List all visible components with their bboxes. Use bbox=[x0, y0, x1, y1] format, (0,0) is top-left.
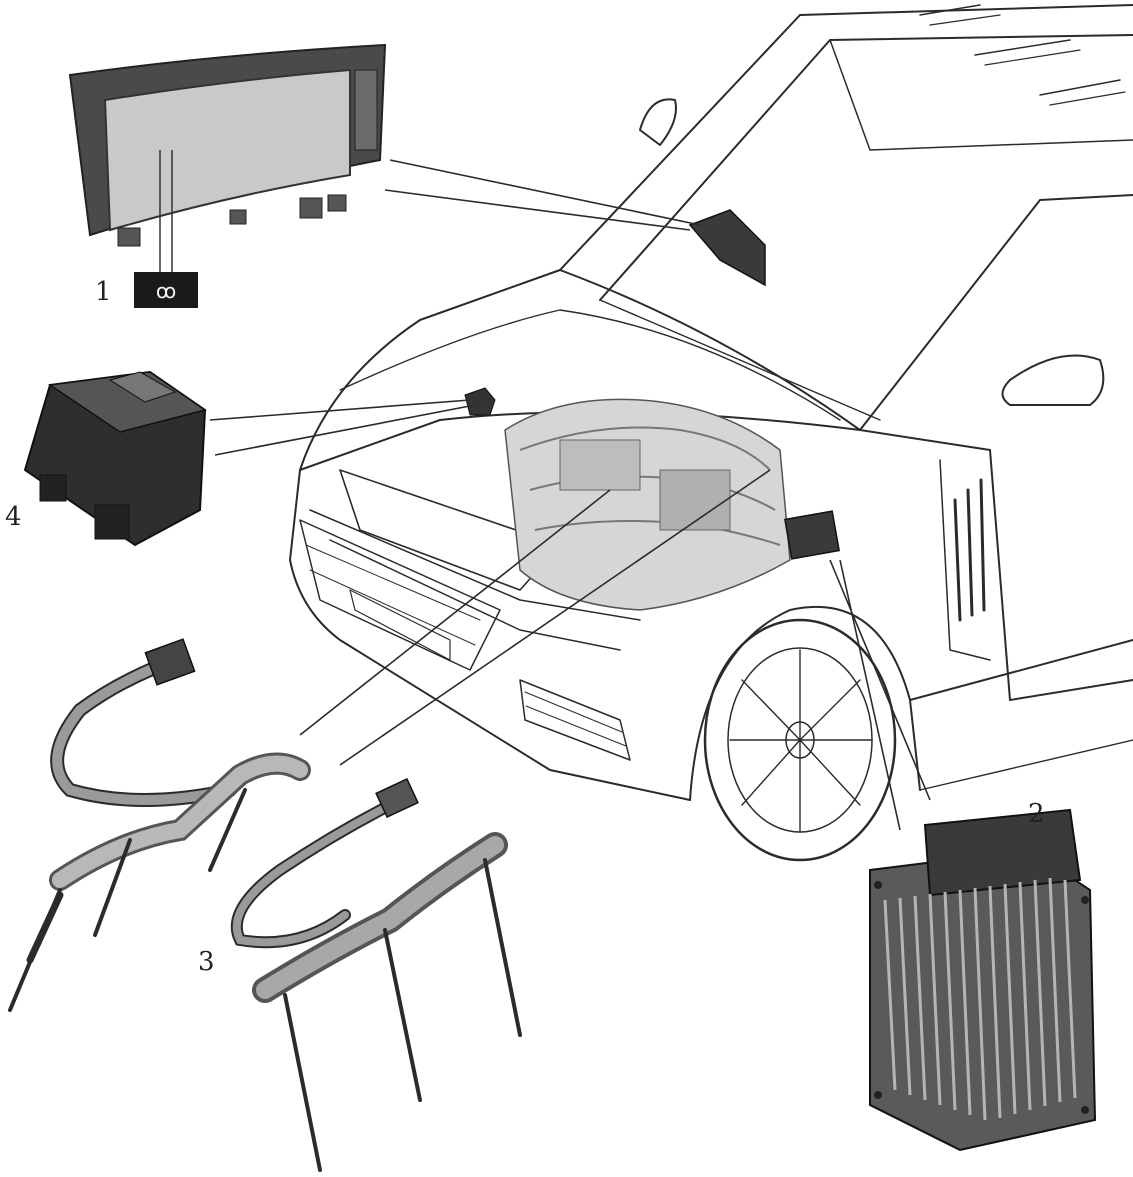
callout-4: 4 bbox=[5, 502, 22, 532]
callout-2: 2 bbox=[1028, 799, 1045, 829]
glow-plug-control-module bbox=[23, 370, 207, 547]
callout-3: 3 bbox=[198, 947, 215, 977]
glow-plug-harness-right bbox=[230, 778, 522, 1172]
glow-plug-coil-icon: ꝏ bbox=[156, 279, 176, 303]
glow-plug-warning-lamp: ꝏ bbox=[134, 272, 198, 308]
leader-lines bbox=[209, 159, 931, 831]
ecm-location-marker bbox=[784, 510, 840, 560]
glow-plug-harness-left bbox=[8, 638, 311, 1012]
callout-1: 1 bbox=[95, 277, 112, 307]
engine-bay bbox=[504, 398, 791, 611]
engine-control-module bbox=[869, 808, 1097, 1152]
instrument-cluster bbox=[68, 43, 387, 272]
vehicle-illustration bbox=[289, 4, 1133, 862]
module-location-marker bbox=[464, 387, 496, 416]
cluster-location-marker bbox=[688, 209, 766, 287]
